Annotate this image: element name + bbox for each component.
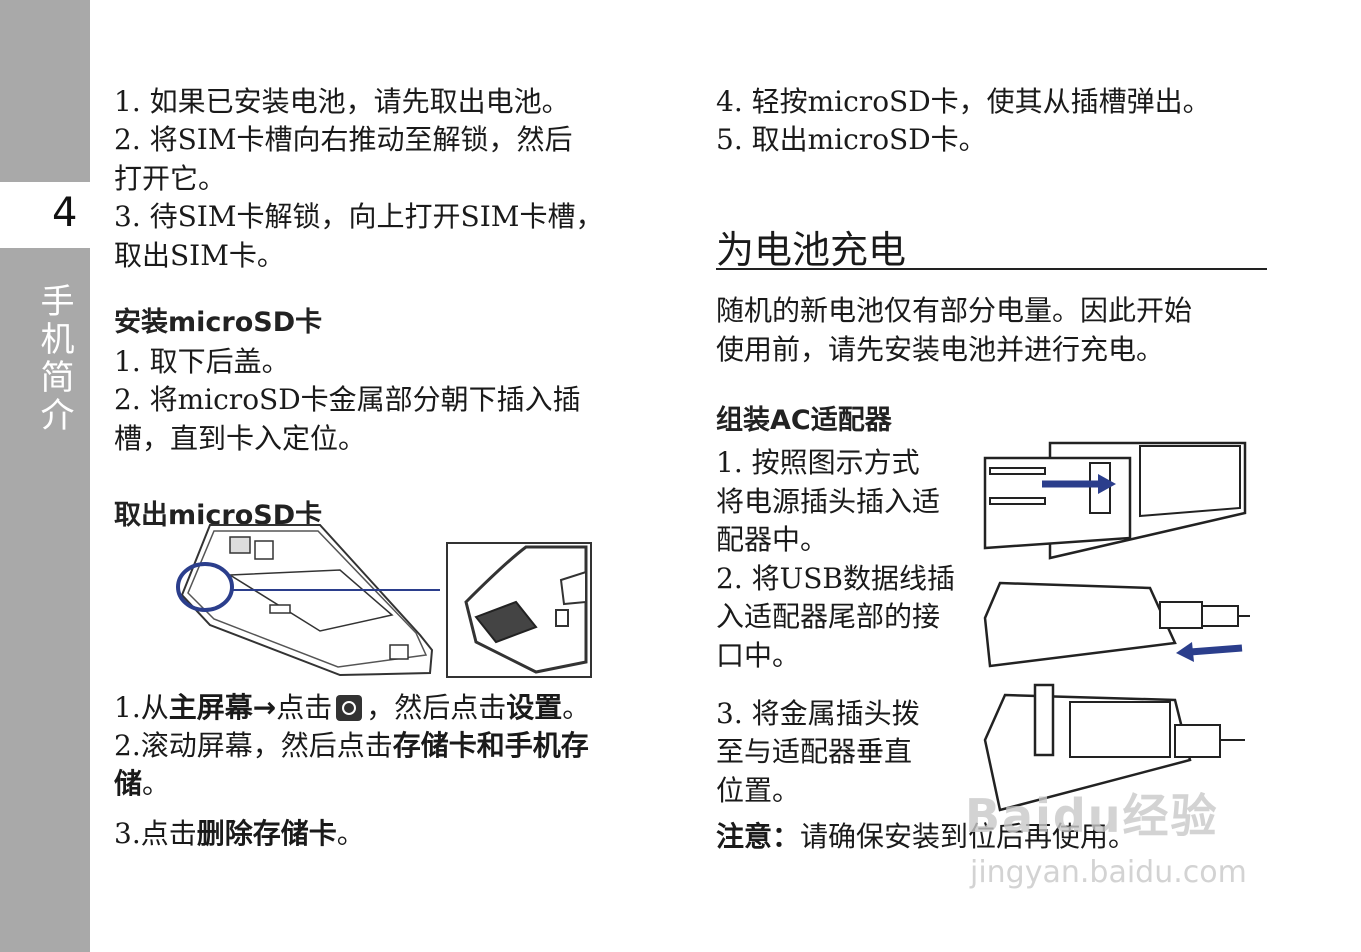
adapter-step-3-cont-a: 至与适配器垂直 <box>716 735 913 768</box>
remove-step-5: 5. 取出microSD卡。 <box>716 123 987 156</box>
sd-slot-closeup <box>446 542 592 678</box>
home-circle-icon <box>336 695 363 721</box>
note: 注意：请确保安装到位后再使用。 <box>716 820 1137 853</box>
phone-back-illustration <box>176 524 440 677</box>
sim-step-3: 3. 待SIM卡解锁，向上打开SIM卡槽， <box>114 200 604 233</box>
adapter-step-1-cont-a: 将电源插头插入适 <box>716 485 941 518</box>
install-step-2-cont: 槽，直到卡入定位。 <box>114 422 367 455</box>
ac-adapter-heading: 组装AC适配器 <box>716 405 892 436</box>
sim-step-1: 1. 如果已安装电池，请先取出电池。 <box>114 85 570 118</box>
remove-step-1: 1.从主屏幕→点击，然后点击设置。 <box>114 691 591 724</box>
charge-battery-heading: 为电池充电 <box>716 228 907 272</box>
adapter-usb-insert-illustration <box>983 581 1250 668</box>
page-number: 4 <box>52 190 78 236</box>
charge-intro-2: 使用前，请先安装电池并进行充电。 <box>716 333 1165 366</box>
adapter-step-3-cont-b: 位置。 <box>716 774 801 807</box>
adapter-step-3: 3. 将金属插头拨 <box>716 697 920 730</box>
install-step-2: 2. 将microSD卡金属部分朝下插入插 <box>114 383 581 416</box>
sim-step-2: 2. 将SIM卡槽向右推动至解锁，然后 <box>114 123 573 156</box>
adapter-step-2-cont-b: 口中。 <box>716 639 801 672</box>
remove-step-3: 3.点击删除存储卡。 <box>114 817 365 850</box>
page-number-box <box>0 182 90 248</box>
watermark-url: jingyan.baidu.com <box>970 855 1247 890</box>
heading-rule <box>716 268 1267 270</box>
remove-step-4: 4. 轻按microSD卡，使其从插槽弹出。 <box>716 85 1211 118</box>
adapter-step-2-cont-a: 入适配器尾部的接 <box>716 600 941 633</box>
remove-step-2-cont: 储。 <box>114 767 171 800</box>
sim-step-2-cont: 打开它。 <box>114 162 227 195</box>
adapter-step-1-cont-b: 配器中。 <box>716 523 829 556</box>
chapter-title: 手机简介 <box>34 283 74 435</box>
install-microsd-heading: 安装microSD卡 <box>114 307 323 338</box>
charge-intro-1: 随机的新电池仅有部分电量。因此开始 <box>716 294 1193 327</box>
sim-step-3-cont: 取出SIM卡。 <box>114 239 285 272</box>
adapter-step-2: 2. 将USB数据线插 <box>716 562 955 595</box>
chapter-tab-strip <box>0 0 90 952</box>
watermark-brand: Baidu经验 <box>965 789 1219 843</box>
adapter-step-1: 1. 按照图示方式 <box>716 446 920 479</box>
remove-step-2: 2.滚动屏幕，然后点击存储卡和手机存 <box>114 729 589 762</box>
install-step-1: 1. 取下后盖。 <box>114 345 290 378</box>
adapter-pin-fold-illustration <box>983 683 1245 812</box>
adapter-plug-insert-illustration <box>983 441 1247 560</box>
